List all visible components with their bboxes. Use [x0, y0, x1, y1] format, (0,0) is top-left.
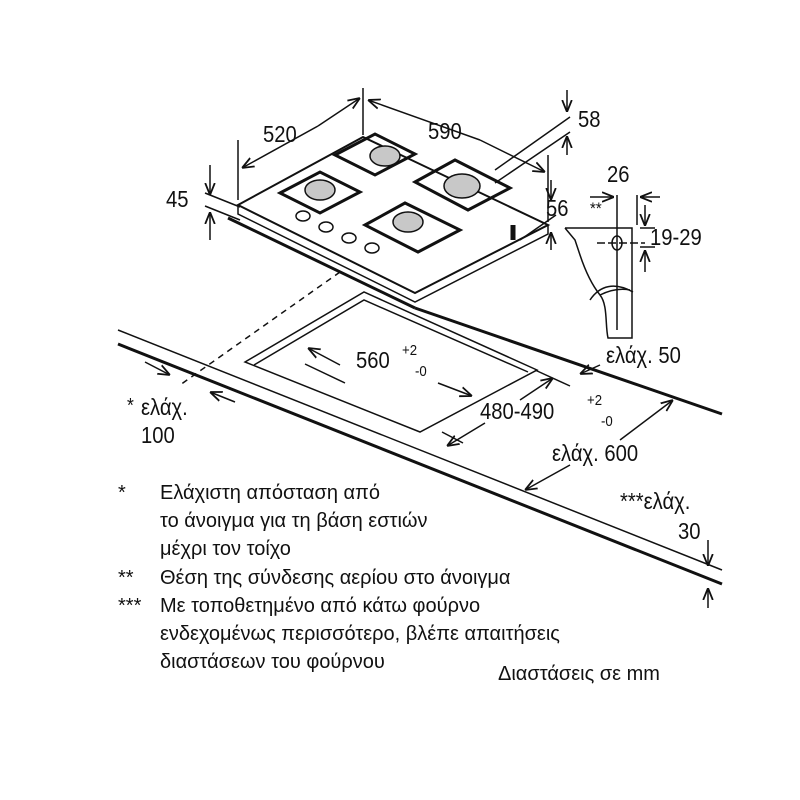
worktop [117, 291, 723, 586]
dimension-lines [144, 88, 708, 608]
control-knobs [295, 210, 380, 254]
units-note: Διαστάσεις σε mm [498, 663, 660, 685]
dim-height-front: 45 [166, 186, 189, 212]
min-thickness-label: ***ελάχ. [620, 488, 691, 514]
note-3-line-1: Με τοποθετημένο από κάτω φούρνο [160, 595, 481, 617]
note-3-line-3: διαστάσεων του φούρνου [160, 651, 385, 673]
dim-width: 590 [428, 118, 462, 144]
burner-front-right [361, 201, 464, 254]
dim-cutout-width-tol-plus: +2 [402, 342, 418, 359]
min-rear-distance: ελάχ. 50 [606, 342, 681, 368]
burner-rear-left [331, 132, 419, 177]
note-3-line-2: ενδεχομένως περισσότερο, βλέπε απαιτήσει… [160, 623, 560, 645]
note-2-line-1: Θέση της σύνδεσης αερίου στο άνοιγμα [160, 567, 511, 589]
note-1-marker: * [118, 482, 126, 504]
dim-cutout-width: 560 [356, 347, 390, 373]
dim-height-leg: 56 [546, 195, 569, 221]
dim-cutout-depth-tol-minus: -0 [601, 413, 613, 430]
min-worktop-depth: ελάχ. 600 [552, 440, 639, 466]
burner-rear-right [411, 158, 514, 212]
dim-cutout-depth: 480-490 [480, 398, 555, 424]
dim-gas-height: 19-29 [650, 224, 702, 250]
dim-cutout-depth-tol-plus: +2 [587, 392, 603, 409]
note-1-line-1: Ελάχιστη απόσταση από [160, 482, 380, 504]
gas-marker: ** [590, 199, 602, 218]
note-3-marker: *** [118, 595, 142, 617]
dim-cutout-width-tol-minus: -0 [415, 363, 427, 380]
dim-depth: 520 [263, 121, 297, 147]
dim-gas-offset: 26 [607, 161, 630, 187]
gas-connection-detail [564, 195, 660, 339]
min-side-label: ελάχ. [141, 394, 188, 420]
min-side-marker: * [127, 395, 134, 417]
burner-front-left [276, 170, 364, 215]
note-2-marker: ** [118, 567, 134, 589]
min-side-value: 100 [141, 422, 175, 448]
note-1-line-2: το άνοιγμα για τη βάση εστιών [160, 510, 428, 532]
min-thickness-value: 30 [678, 518, 701, 544]
hob-illustration [227, 132, 551, 310]
note-1-line-3: μέχρι τον τοίχο [160, 538, 291, 560]
dim-height-rear: 58 [578, 106, 601, 132]
